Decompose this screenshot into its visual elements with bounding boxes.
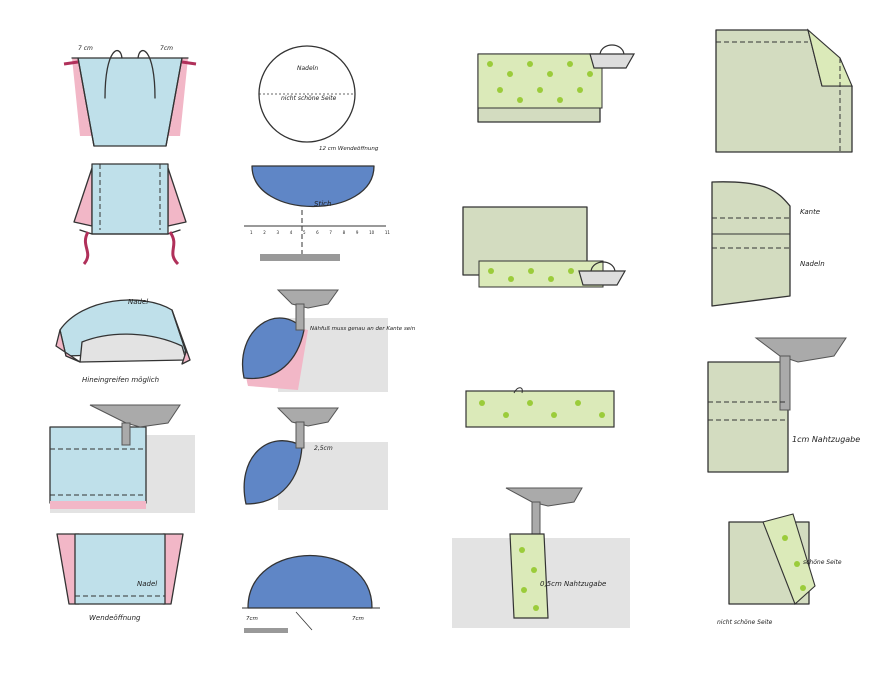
half-circle-cut-illustration: 7cm 7cm: [242, 555, 380, 633]
ruler-tick: 9: [355, 230, 359, 235]
panel-folded-illustration: schöne Seite nicht schöne Seite: [717, 513, 842, 626]
ruler-tick: 11: [384, 230, 390, 235]
schoene-seite-label: schöne Seite: [803, 559, 842, 566]
bag-opening-illustration: Nadel Wendeöffnung: [56, 533, 184, 622]
bag-turning-illustration: Nadel Hineingreifen möglich: [55, 298, 191, 384]
ruler-tick: 7: [329, 230, 332, 235]
circle-bottom-label: 12 cm Wendeöffnung: [319, 146, 379, 152]
circle-mid-label: nicht schöne Seite: [281, 95, 337, 102]
strip-sewing-illustration: 0,5cm Nahtzugabe: [452, 487, 630, 628]
iron-icon: [578, 261, 627, 286]
circle-top-label: Nadeln: [297, 65, 318, 72]
ruler-tick: 1: [250, 230, 253, 235]
ironing-top-illustration: [477, 44, 636, 123]
half-circle-ruler-illustration: Stich: [244, 165, 386, 261]
iron-icon: [589, 44, 636, 69]
panel-machine-illustration: 1cm Nahtzugabe: [707, 337, 860, 473]
bag-top-left-label: 7 cm: [78, 45, 93, 52]
ruler-tick: 5: [302, 230, 306, 235]
half-right-label: 7cm: [352, 616, 364, 622]
bag-panel-illustration: [73, 163, 187, 266]
ruler-tick: 2: [263, 230, 266, 235]
foot-note-label: Nähfuß muss genau an der Kante sein: [310, 326, 416, 332]
half-left-label: 7cm: [246, 616, 258, 622]
star-pattern: [487, 61, 593, 103]
bag-finished-illustration: 7 cm 7cm: [63, 45, 197, 147]
panel-sewing-illustration: [49, 404, 195, 513]
ironing-bottom-illustration: [462, 206, 627, 288]
stitch-label: Stich: [314, 200, 331, 208]
kante-label: Kante: [800, 208, 820, 216]
ruler-tick: 10: [369, 230, 375, 235]
hineingreifen-label: Hineingreifen möglich: [82, 376, 159, 384]
circle-bottom-illustration: Nadeln nicht schöne Seite 12 cm Wendeöff…: [258, 45, 379, 152]
circle-edge-illustration: 2,5cm: [243, 407, 388, 510]
nadeln-label: Nadeln: [800, 260, 825, 268]
seam-1-label: 1cm Nahtzugabe: [792, 435, 860, 444]
seam-05-label: 0,5cm Nahtzugabe: [540, 580, 606, 588]
panel-edge-illustration: Kante Nadeln: [711, 181, 825, 307]
bag-top-right-label: 7cm: [160, 45, 173, 52]
panel-corner-fold-illustration: [715, 28, 853, 153]
ruler-tick: 8: [342, 230, 346, 235]
folded-strip-illustration: [465, 387, 615, 428]
distance-label: 2,5cm: [314, 445, 333, 452]
nadel-label-2: Nadel: [137, 580, 157, 588]
nadel-label-1: Nadel: [128, 298, 148, 306]
ruler: 1 2 3 4 5 6 7 8 9 10 11: [250, 230, 390, 244]
circle-sewing-illustration: Nähfuß muss genau an der Kante sein: [241, 289, 416, 392]
ruler-tick: 3: [276, 230, 280, 235]
ruler-tick: 6: [316, 230, 319, 235]
wendeoeffnung-label: Wendeöffnung: [89, 614, 141, 622]
ruler-tick: 4: [289, 230, 293, 235]
nicht-schoene-seite-label: nicht schöne Seite: [717, 619, 773, 626]
